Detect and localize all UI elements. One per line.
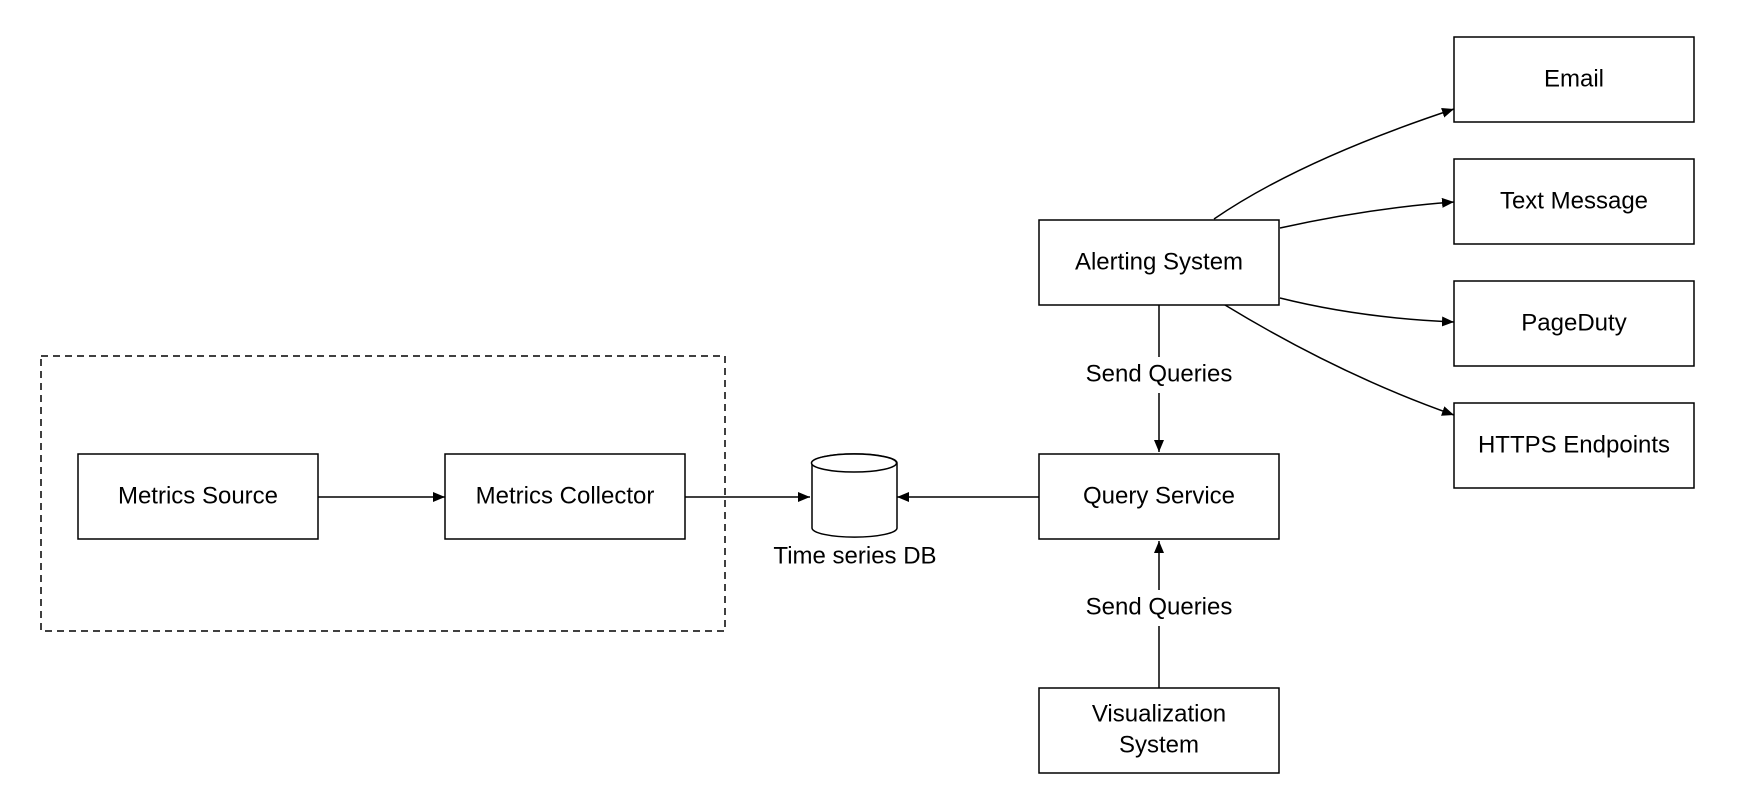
text-message-label: Text Message xyxy=(1500,187,1648,214)
https-endpoints-node: HTTPS Endpoints xyxy=(1453,402,1695,489)
collection-group-boundary xyxy=(40,355,726,632)
time-series-db-node: Time series DB xyxy=(773,453,937,569)
query-service-node: Query Service xyxy=(1038,453,1280,540)
https-endpoints-label: HTTPS Endpoints xyxy=(1478,431,1670,458)
edge-label-background xyxy=(1075,590,1243,626)
pageduty-label: PageDuty xyxy=(1521,309,1626,336)
text-message-node: Text Message xyxy=(1453,158,1695,245)
email-label: Email xyxy=(1544,65,1604,92)
email-node: Email xyxy=(1453,36,1695,123)
edge-alerting-to-https-endpoints xyxy=(1224,304,1455,416)
metrics-collector-node: Metrics Collector xyxy=(444,453,686,540)
edge-alerting-to-pageduty xyxy=(1279,297,1455,327)
edge-label-background xyxy=(1075,357,1243,393)
metrics-source-node: Metrics Source xyxy=(77,453,319,540)
edge-alerting-to-text-message xyxy=(1279,197,1455,229)
edge-label-alerting-send-queries: Send Queries xyxy=(1086,360,1233,387)
pageduty-node: PageDuty xyxy=(1453,280,1695,367)
visualization-system-label-line-2: System xyxy=(1119,731,1199,758)
metrics-source-label: Metrics Source xyxy=(118,482,278,509)
alerting-system-label: Alerting System xyxy=(1075,248,1243,275)
query-service-label: Query Service xyxy=(1083,482,1235,509)
edge-label-visualization-send-queries: Send Queries xyxy=(1086,593,1233,620)
visualization-system-node: Visualization System xyxy=(1038,687,1280,774)
time-series-db-label: Time series DB xyxy=(773,542,936,569)
visualization-system-label-line-1: Visualization xyxy=(1092,700,1226,727)
database-cylinder-top xyxy=(810,453,898,473)
edge-alerting-to-email xyxy=(1213,108,1455,220)
metrics-collector-label: Metrics Collector xyxy=(476,482,655,509)
alerting-system-node: Alerting System xyxy=(1038,219,1280,306)
